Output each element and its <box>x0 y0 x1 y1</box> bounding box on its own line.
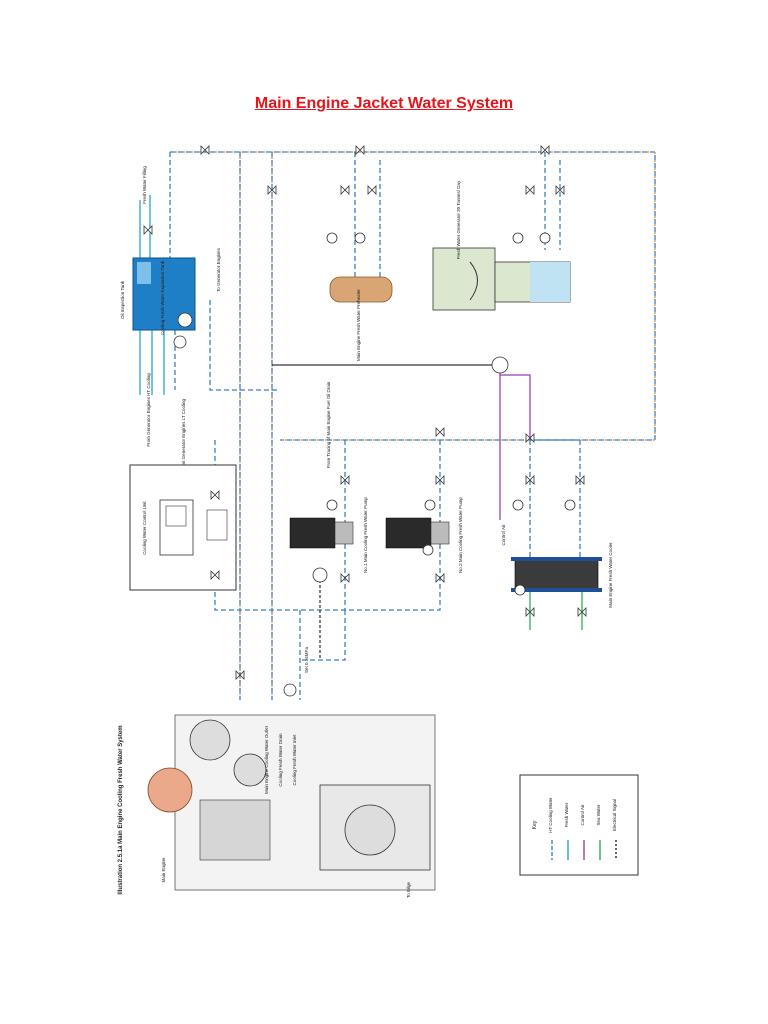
drain-label: Cooling Fresh Water Drain <box>278 733 283 787</box>
pump-1: No.1 Main Cooling Fresh Water Pump <box>289 497 368 573</box>
legend-label-el: Electrical Signal <box>612 799 617 831</box>
legend-title: Key <box>532 820 538 829</box>
fw-cooler: Main Engine Fresh Water Cooler <box>511 542 613 608</box>
expansion-tank: Cooling Fresh Water Expansion Tank <box>132 257 196 349</box>
valves <box>143 145 587 680</box>
to-generator-label: To Generator Engines <box>216 247 221 292</box>
pump-1-label: No.1 Main Cooling Fresh Water Pump <box>363 497 368 573</box>
fw-filling-label: Fresh Water Filling <box>142 166 147 204</box>
main-engine: Main Engine To Bilge Main Engine Cooling… <box>147 714 436 899</box>
preheater: Main Engine Fresh Water Preheater <box>329 276 393 361</box>
from-gen-ht-label: From Generator Engines HT Cooling <box>146 373 151 447</box>
preheater-label: Main Engine Fresh Water Preheater <box>356 289 361 361</box>
expansion-tank-label: Cooling Fresh Water Expansion Tank <box>160 260 165 335</box>
gauges <box>283 232 576 697</box>
outlet-label: Main Engine Cooling Water Outlet <box>264 725 269 794</box>
sea-water-lines <box>529 590 583 630</box>
from-gen-lt-label: From Generator Engines LT Cooling <box>181 398 186 471</box>
fw-cooler-label: Main Engine Fresh Water Cooler <box>608 542 613 608</box>
legend-label-fw: Fresh Water <box>564 802 569 827</box>
page-title: Main Engine Jacket Water System <box>254 95 514 112</box>
illustration-caption: Illustration 2.5.1a Main Engine Cooling … <box>118 725 124 894</box>
inlet-label: Cooling Fresh Water Inlet <box>292 734 297 786</box>
ht-pipe-network <box>169 151 656 700</box>
fw-generator: Fresh Water Generator 30 Tonnes/ Day <box>432 180 571 311</box>
legend: Key HT Cooling Water Fresh Water Control… <box>519 774 639 876</box>
pump-2: No.2 Main Cooling Fresh Water Pump <box>385 497 463 573</box>
set-point-label: Set 0.16MPa <box>304 646 309 673</box>
legend-label-sw: Sea Water <box>596 804 601 826</box>
pump-2-label: No.2 Main Cooling Fresh Water Pump <box>458 497 463 573</box>
oil-inspection-tank-label: Oil Inspection Tank <box>120 280 125 319</box>
control-unit: Cooling Water Control Unit <box>129 464 237 591</box>
to-bilge-label: To Bilge <box>406 882 411 899</box>
legend-label-ca: Control Air <box>580 804 585 826</box>
from-tracing-label: From Tracing of Main Engine Fuel Oil Dra… <box>326 381 331 468</box>
legend-label-ht: HT Cooling Water <box>548 797 553 833</box>
main-engine-label: Main Engine <box>161 857 166 883</box>
fw-generator-label: Fresh Water Generator 30 Tonnes/ Day <box>456 180 461 259</box>
control-air-label: Control Air <box>501 524 506 546</box>
temperature-controller <box>491 356 509 374</box>
control-unit-label: Cooling Water Control Unit <box>142 501 147 555</box>
